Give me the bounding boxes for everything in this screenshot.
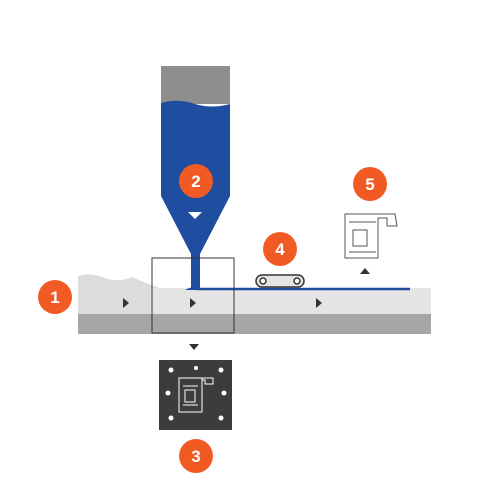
mold-down-arrow <box>189 344 199 350</box>
powder-layer <box>78 274 160 314</box>
step-badge-1: 1 <box>38 280 72 314</box>
flow-arrow-3 <box>316 298 322 308</box>
step-badge-4: 4 <box>263 232 297 266</box>
step-badge-2: 2 <box>179 164 213 198</box>
output-up-arrow <box>360 268 370 274</box>
resin-drop <box>185 287 206 290</box>
step-number-1: 1 <box>50 288 59 307</box>
mold-hole <box>221 390 227 396</box>
step-number-3: 3 <box>191 447 200 466</box>
mold-hole <box>165 390 171 396</box>
mold-hole <box>218 367 224 373</box>
flow-arrow-1 <box>123 298 129 308</box>
mold-hole <box>168 415 174 421</box>
zoom-frame <box>151 257 235 334</box>
base-belt <box>78 314 431 334</box>
roller-icon <box>255 274 305 288</box>
finished-part-icon <box>344 213 398 259</box>
mold-hole <box>168 367 174 373</box>
hopper-top <box>161 66 230 104</box>
step-badge-5: 5 <box>353 167 387 201</box>
flow-arrow-2 <box>190 298 196 308</box>
mold-hole <box>218 415 224 421</box>
step-number-5: 5 <box>365 175 374 194</box>
powder-bed <box>150 288 431 314</box>
step-badge-3: 3 <box>179 439 213 473</box>
step-number-4: 4 <box>275 240 285 259</box>
hopper-down-arrow <box>188 212 202 219</box>
step-number-2: 2 <box>191 172 200 191</box>
mold-hole <box>194 366 198 370</box>
molded-part-icon <box>178 377 214 413</box>
